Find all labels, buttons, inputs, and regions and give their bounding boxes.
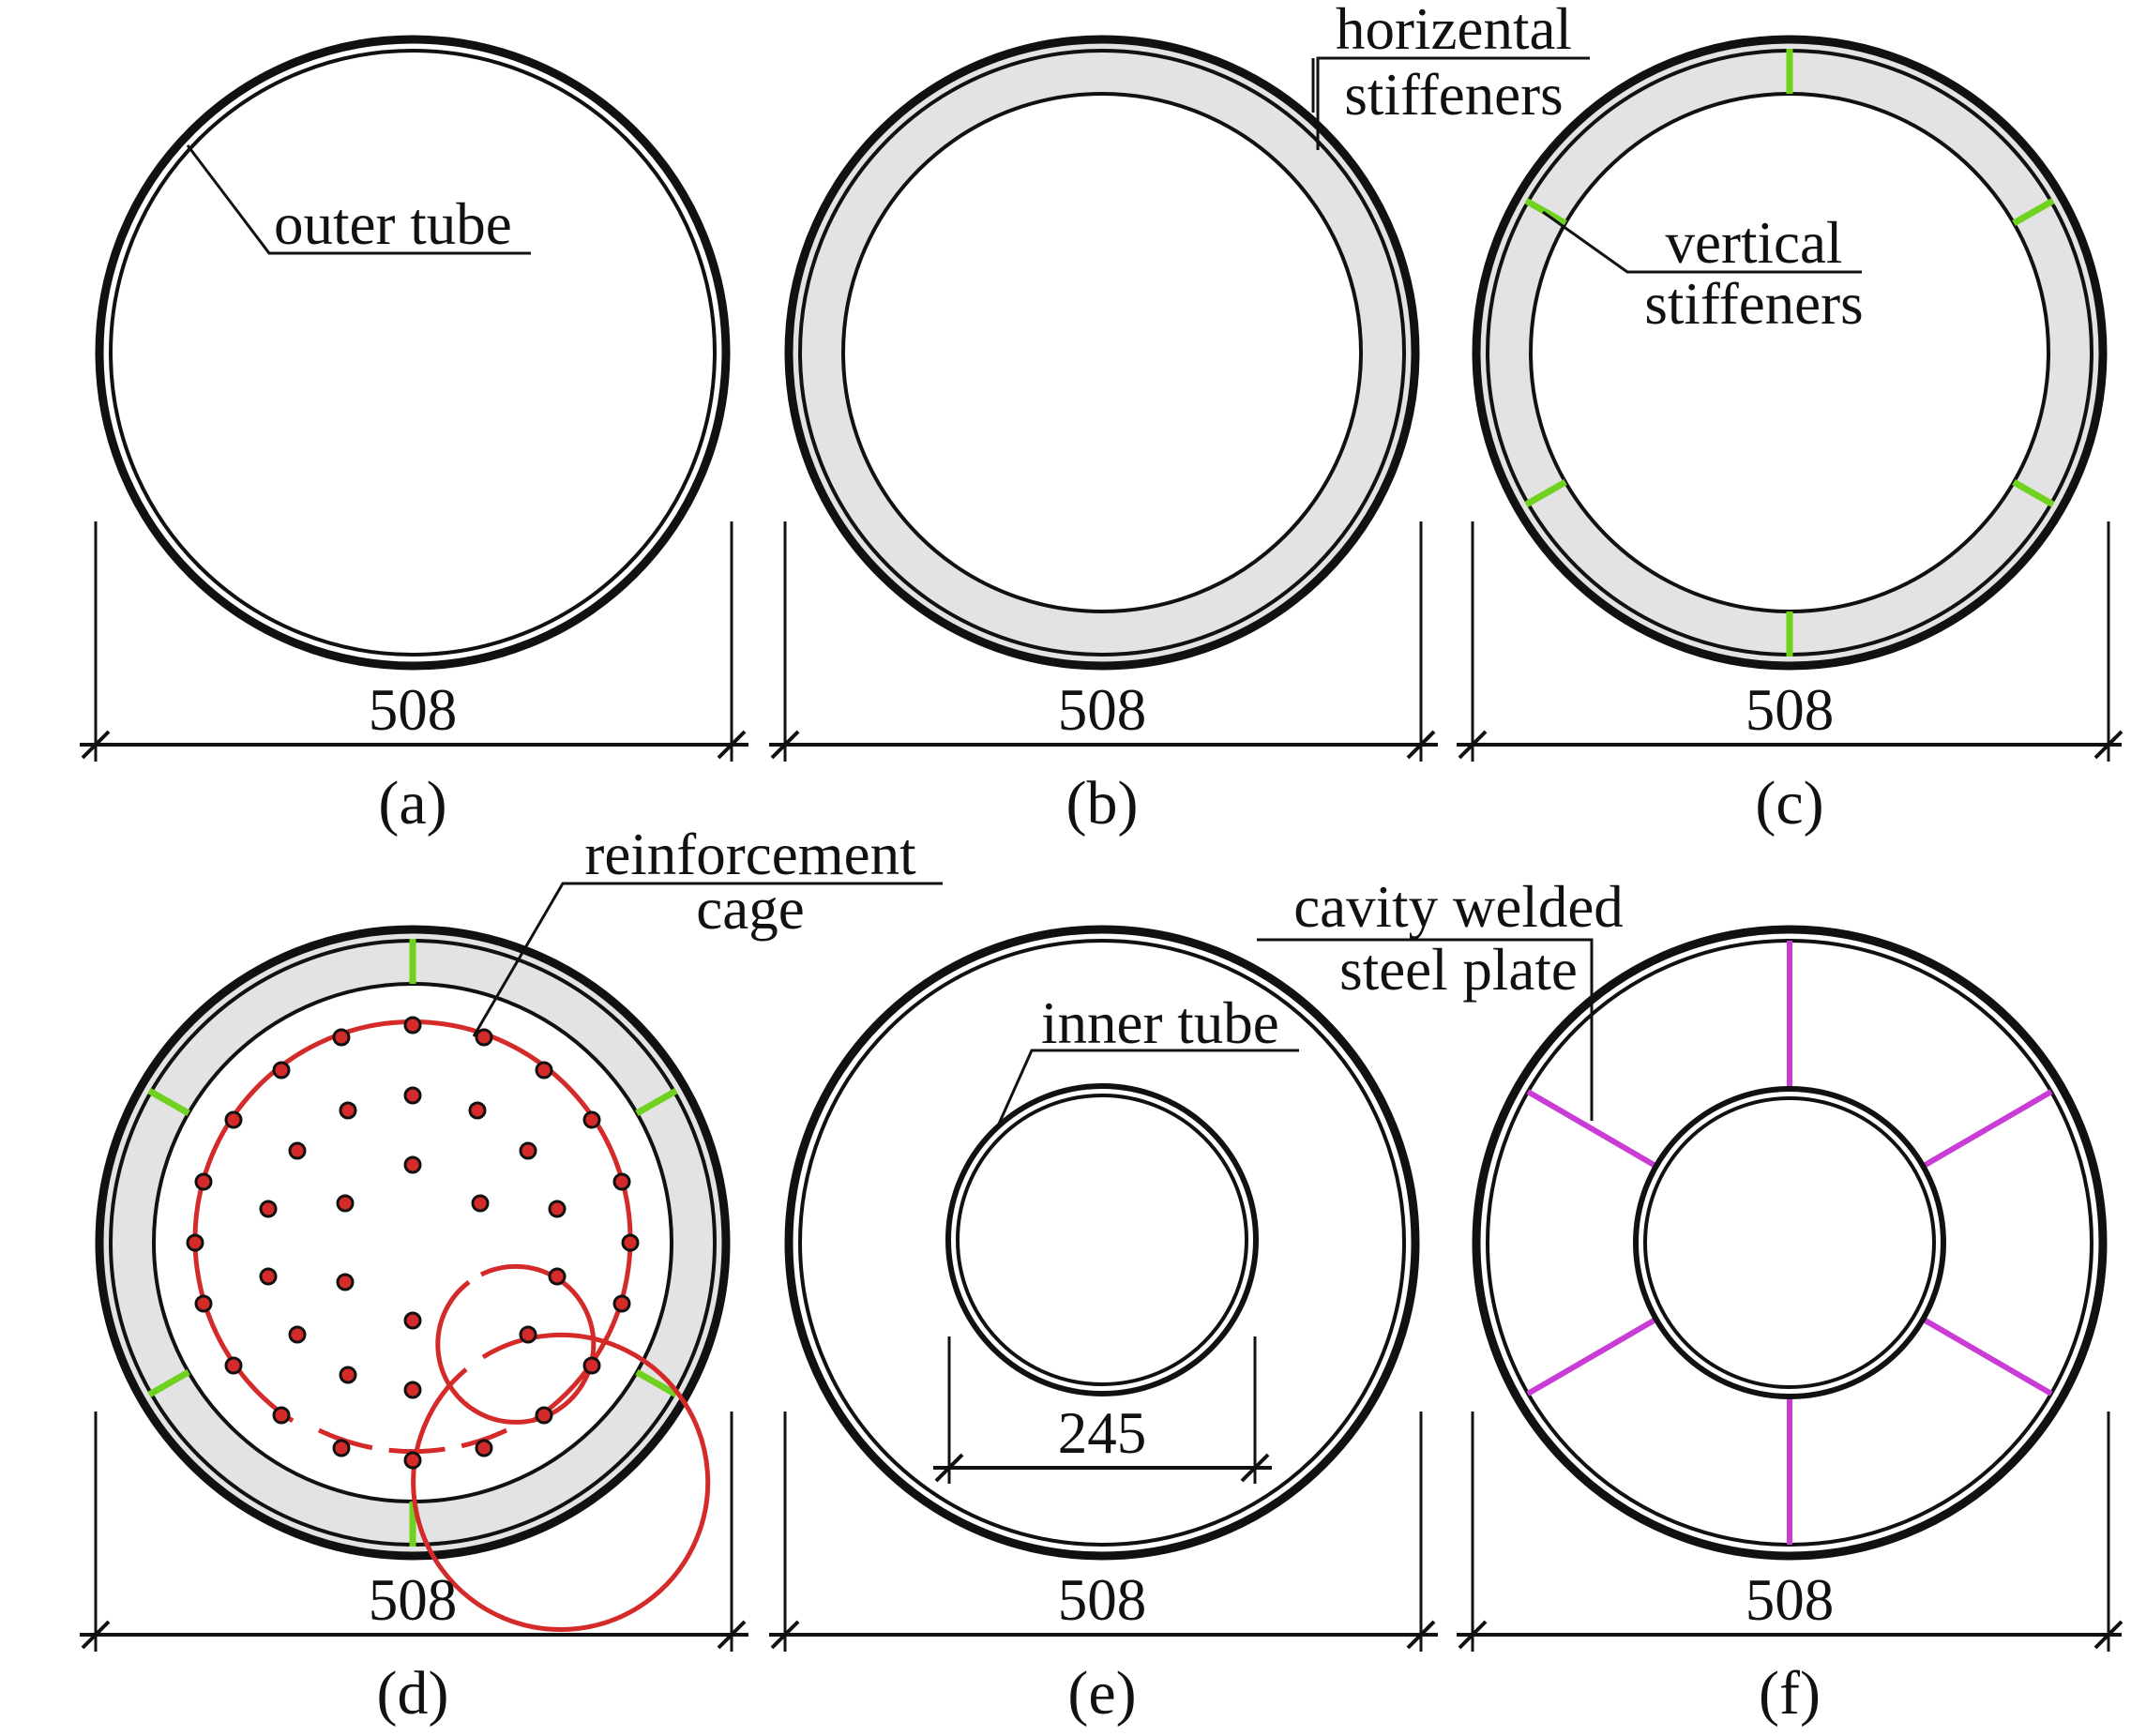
cavity-steel-plates: [1526, 941, 2053, 1545]
dimension-line-inner: [933, 1336, 1272, 1484]
label-inner-tube: inner tube: [1041, 990, 1279, 1056]
label-reinforcement-cage-line1: reinforcement: [584, 822, 916, 887]
label-vertical-stiffeners-line2: stiffeners: [1644, 271, 1863, 337]
caption-e: (e): [1067, 1659, 1136, 1728]
dimension-inner-tube: 245: [1058, 1400, 1147, 1466]
dimension-b: 508: [1058, 677, 1147, 743]
rebars: [186, 1016, 640, 1470]
horizontal-stiffener-inner-edge: [1529, 92, 2050, 613]
label-horizontal-stiffeners-line2: stiffeners: [1344, 62, 1563, 128]
panel-c: vertical stiffeners 508 (c): [1457, 35, 2123, 838]
inner-tube: [945, 1083, 1259, 1396]
label-vertical-stiffeners-line1: vertical: [1666, 210, 1843, 276]
leader-inner-tube: [994, 1049, 1299, 1131]
panel-a: outer tube 508 (a): [80, 35, 748, 838]
leader-cavity-welded-plate: [1257, 938, 1594, 1121]
dimension-line-c: [1457, 521, 2123, 762]
panel-d: reinforcement cage 508 (d): [80, 822, 943, 1728]
dimension-a: 508: [369, 677, 458, 743]
label-horizontal-stiffeners-line1: horizental: [1336, 0, 1572, 62]
dimension-d: 508: [369, 1567, 458, 1633]
label-reinforcement-cage-line2: cage: [696, 876, 804, 942]
dimension-line-e: [769, 1411, 1438, 1652]
reinforcement-cage: [186, 1016, 711, 1632]
panel-e: inner tube 245 508 (e): [769, 925, 1438, 1728]
vertical-stiffeners: [147, 939, 678, 1547]
label-cavity-welded-plate-line2: steel plate: [1339, 937, 1578, 1003]
dimension-line-a: [80, 521, 748, 762]
dimension-line-d: [80, 1411, 748, 1652]
leader-vertical-stiffeners: [1542, 210, 1862, 274]
inner-tube: [1633, 1086, 1946, 1399]
outer-tube: [95, 35, 731, 671]
horizontal-stiffener-inner-edge: [841, 92, 1363, 613]
dimension-f: 508: [1746, 1567, 1835, 1633]
leader-outer-tube: [186, 144, 531, 255]
caption-c: (c): [1755, 769, 1823, 838]
panel-b: horizental stiffeners 508 (b): [769, 0, 1590, 838]
dimension-line-f: [1457, 1411, 2123, 1652]
vertical-stiffeners: [1524, 49, 2055, 657]
leader-horizontal-stiffeners: [1311, 56, 1590, 150]
label-cavity-welded-plate-line1: cavity welded: [1293, 874, 1624, 940]
horizontal-stiffener-inner-edge: [152, 982, 673, 1503]
caption-a: (a): [378, 769, 446, 838]
label-outer-tube: outer tube: [274, 191, 512, 257]
panel-f: cavity welded steel plate 508 (f): [1257, 874, 2123, 1728]
dimension-c: 508: [1746, 677, 1835, 743]
caption-d: (d): [377, 1659, 449, 1728]
leader-reinforcement-cage: [472, 882, 943, 1037]
dimension-line-b: [769, 521, 1438, 762]
dimension-e: 508: [1058, 1567, 1147, 1633]
caption-f: (f): [1759, 1659, 1821, 1728]
caption-b: (b): [1066, 769, 1139, 838]
